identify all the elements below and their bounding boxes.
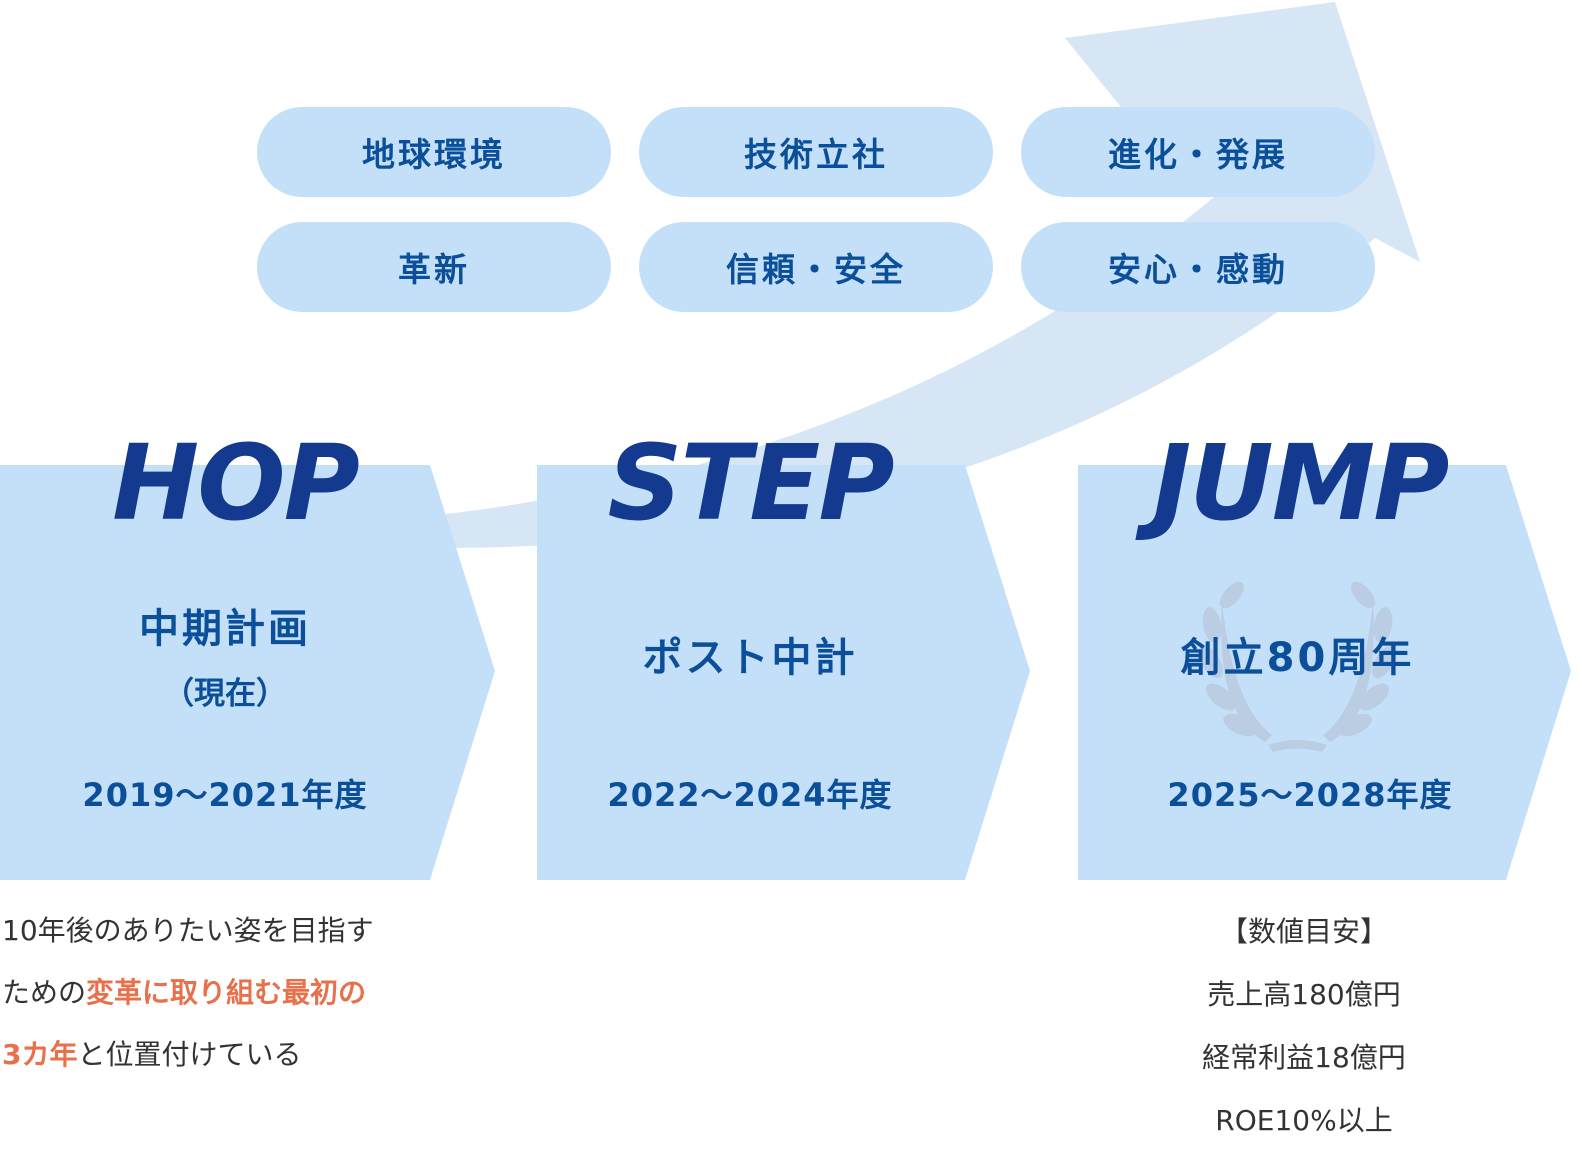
jump-targets: 【数値目安】 売上高180億円 経常利益18億円 ROE10%以上 bbox=[1150, 900, 1458, 1152]
value-pill-innovation: 革新 bbox=[257, 222, 611, 312]
hop-description-line-1: 10年後のありたい姿を目指す bbox=[2, 914, 374, 947]
hop-description-highlight: 3カ年 bbox=[2, 1038, 78, 1071]
value-pill-evolution: 進化・発展 bbox=[1021, 107, 1375, 197]
target-item: 経常利益18億円 bbox=[1202, 1041, 1406, 1074]
stage-sublabel-hop: （現在） bbox=[163, 676, 287, 712]
value-pill-technology: 技術立社 bbox=[639, 107, 993, 197]
laurel-wreath-icon bbox=[1199, 581, 1396, 752]
stage-years-jump: 2025～2028年度 bbox=[1167, 776, 1453, 814]
value-pill-global-environment: 地球環境 bbox=[257, 107, 611, 197]
stage-label-jump: 創立80周年 bbox=[1180, 635, 1415, 681]
stage-panel-jump bbox=[1078, 465, 1571, 880]
hop-description-text: ための bbox=[2, 976, 87, 1009]
targets-heading: 【数値目安】 bbox=[1219, 915, 1388, 948]
stage-label-step: ポスト中計 bbox=[642, 635, 858, 681]
stage-panel-step bbox=[537, 465, 1030, 880]
stage-panel-hop bbox=[0, 465, 495, 880]
stage-title-step: STEP bbox=[607, 422, 894, 544]
target-item: 売上高180億円 bbox=[1207, 978, 1401, 1011]
hop-description: 10年後のありたい姿を目指す ための変革に取り組む最初の 3カ年と位置付けている bbox=[2, 900, 462, 1086]
hop-description-line-3: 3カ年と位置付けている bbox=[2, 1024, 462, 1086]
stage-title-jump: JUMP bbox=[1152, 422, 1450, 544]
hop-description-highlight: 変革に取り組む最初の bbox=[86, 976, 367, 1009]
stage-label-hop: 中期計画 bbox=[139, 606, 311, 652]
hop-description-text: と位置付けている bbox=[77, 1038, 302, 1071]
hop-description-line-2: ための変革に取り組む最初の bbox=[2, 962, 462, 1024]
value-pill-trust-safety: 信頼・安全 bbox=[639, 222, 993, 312]
value-pill-peace-of-mind: 安心・感動 bbox=[1021, 222, 1375, 312]
stage-years-step: 2022～2024年度 bbox=[607, 776, 893, 814]
stage-title-hop: HOP bbox=[112, 422, 360, 544]
stage-years-hop: 2019～2021年度 bbox=[82, 776, 368, 814]
target-item: ROE10%以上 bbox=[1215, 1104, 1393, 1137]
